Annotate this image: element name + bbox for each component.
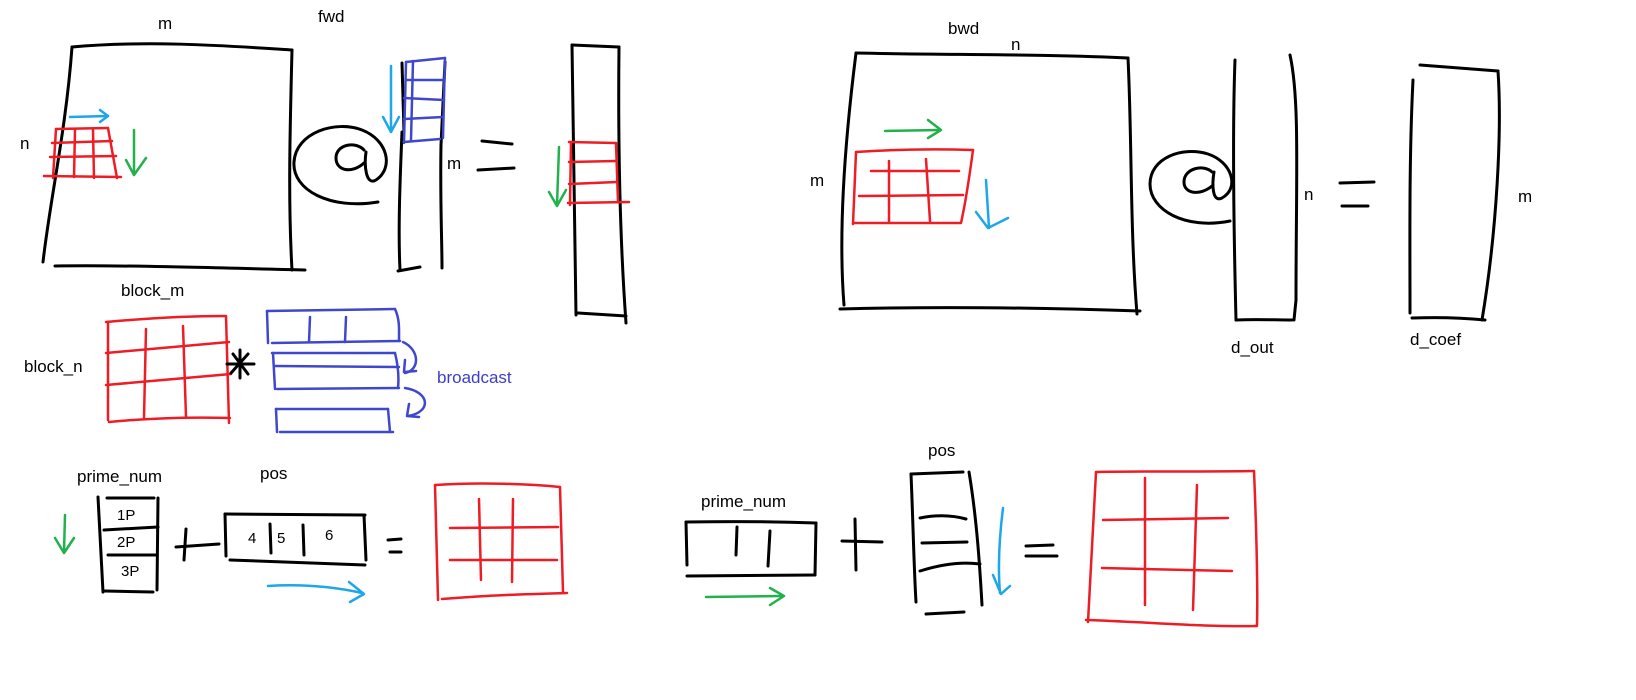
bwd-right-arrow	[883, 118, 943, 140]
pos-cell-3: 6	[325, 527, 333, 544]
prime-num-right-arrow	[704, 586, 786, 607]
block-multiply-star-icon	[225, 348, 256, 380]
fwd-matmul-at-icon	[292, 125, 388, 206]
fwd-matrix-a	[41, 42, 307, 272]
d-out-vector	[1231, 53, 1299, 322]
plus-icon-left	[174, 527, 221, 562]
broadcast-label: broadcast	[437, 368, 512, 387]
block-n-label: block_n	[24, 357, 83, 376]
fwd-red-tile	[42, 126, 123, 180]
plus-icon-right	[840, 517, 884, 572]
fwd-vector-m-label: m	[447, 154, 461, 173]
bwd-section: bwd n m	[810, 19, 1532, 357]
prime-num-row-right	[684, 520, 818, 578]
bwd-label: bwd	[948, 19, 979, 38]
block-red-tile	[104, 314, 233, 425]
prime-num-column: 1P 2P 3P	[96, 495, 160, 594]
bwd-red-tile	[851, 148, 975, 226]
fwd-vector-blue-tile	[402, 56, 447, 145]
prime-pos-add-left: prime_num pos 1P 2P 3P	[53, 464, 569, 604]
result-red-grid-right	[1084, 469, 1259, 628]
broadcast-curved-arrows	[401, 340, 427, 419]
prime-num-down-arrow	[53, 513, 76, 555]
block-m-label: block_m	[121, 281, 184, 300]
bwd-equals-icon	[1338, 180, 1376, 208]
fwd-equals-icon	[476, 139, 516, 172]
bwd-matmul-at-icon	[1148, 150, 1234, 225]
pos-cell-1: 4	[248, 530, 256, 547]
fwd-label: fwd	[318, 7, 344, 26]
fwd-result-down-arrow	[547, 145, 568, 208]
prime-cell-1: 1P	[117, 507, 135, 524]
bwd-matrix-m-label: m	[810, 171, 824, 190]
bwd-matrix-n-label: n	[1011, 35, 1020, 54]
equals-icon-right	[1024, 543, 1059, 558]
pos-right-arrow	[266, 580, 366, 604]
pos-column-right	[909, 470, 984, 616]
fwd-section: fwd m n	[20, 7, 631, 325]
fwd-right-arrow	[68, 108, 110, 124]
prime-cell-2: 2P	[117, 534, 135, 551]
d-coef-vector	[1408, 63, 1501, 322]
fwd-down-arrow	[124, 128, 148, 177]
prime-num-label-right: prime_num	[701, 492, 786, 511]
fwd-matrix-n-label: n	[20, 134, 29, 153]
bwd-down-arrow	[974, 178, 1010, 230]
d-out-n-label: n	[1304, 185, 1313, 204]
pos-label-left: pos	[260, 464, 287, 483]
d-out-label: d_out	[1231, 338, 1274, 357]
prime-cell-3: 3P	[121, 563, 139, 580]
d-coef-m-label: m	[1518, 187, 1532, 206]
pos-down-arrow-right	[991, 506, 1012, 596]
result-red-grid-left	[433, 482, 569, 602]
equals-icon-left	[386, 537, 403, 554]
fwd-vector-down-arrow	[381, 64, 401, 134]
prime-pos-add-right: prime_num pos	[684, 441, 1259, 628]
pos-row: 4 5 6	[223, 512, 368, 567]
prime-num-label-left: prime_num	[77, 467, 162, 486]
d-coef-label: d_coef	[1410, 330, 1461, 349]
bwd-matrix	[838, 51, 1142, 316]
pos-label-right: pos	[928, 441, 955, 460]
pos-cell-2: 5	[277, 530, 285, 547]
fwd-result-red-tile	[566, 140, 631, 207]
fwd-matrix-m-label: m	[158, 14, 172, 33]
block-blue-rows	[265, 307, 402, 434]
block-section: block_m block_n	[24, 281, 512, 434]
